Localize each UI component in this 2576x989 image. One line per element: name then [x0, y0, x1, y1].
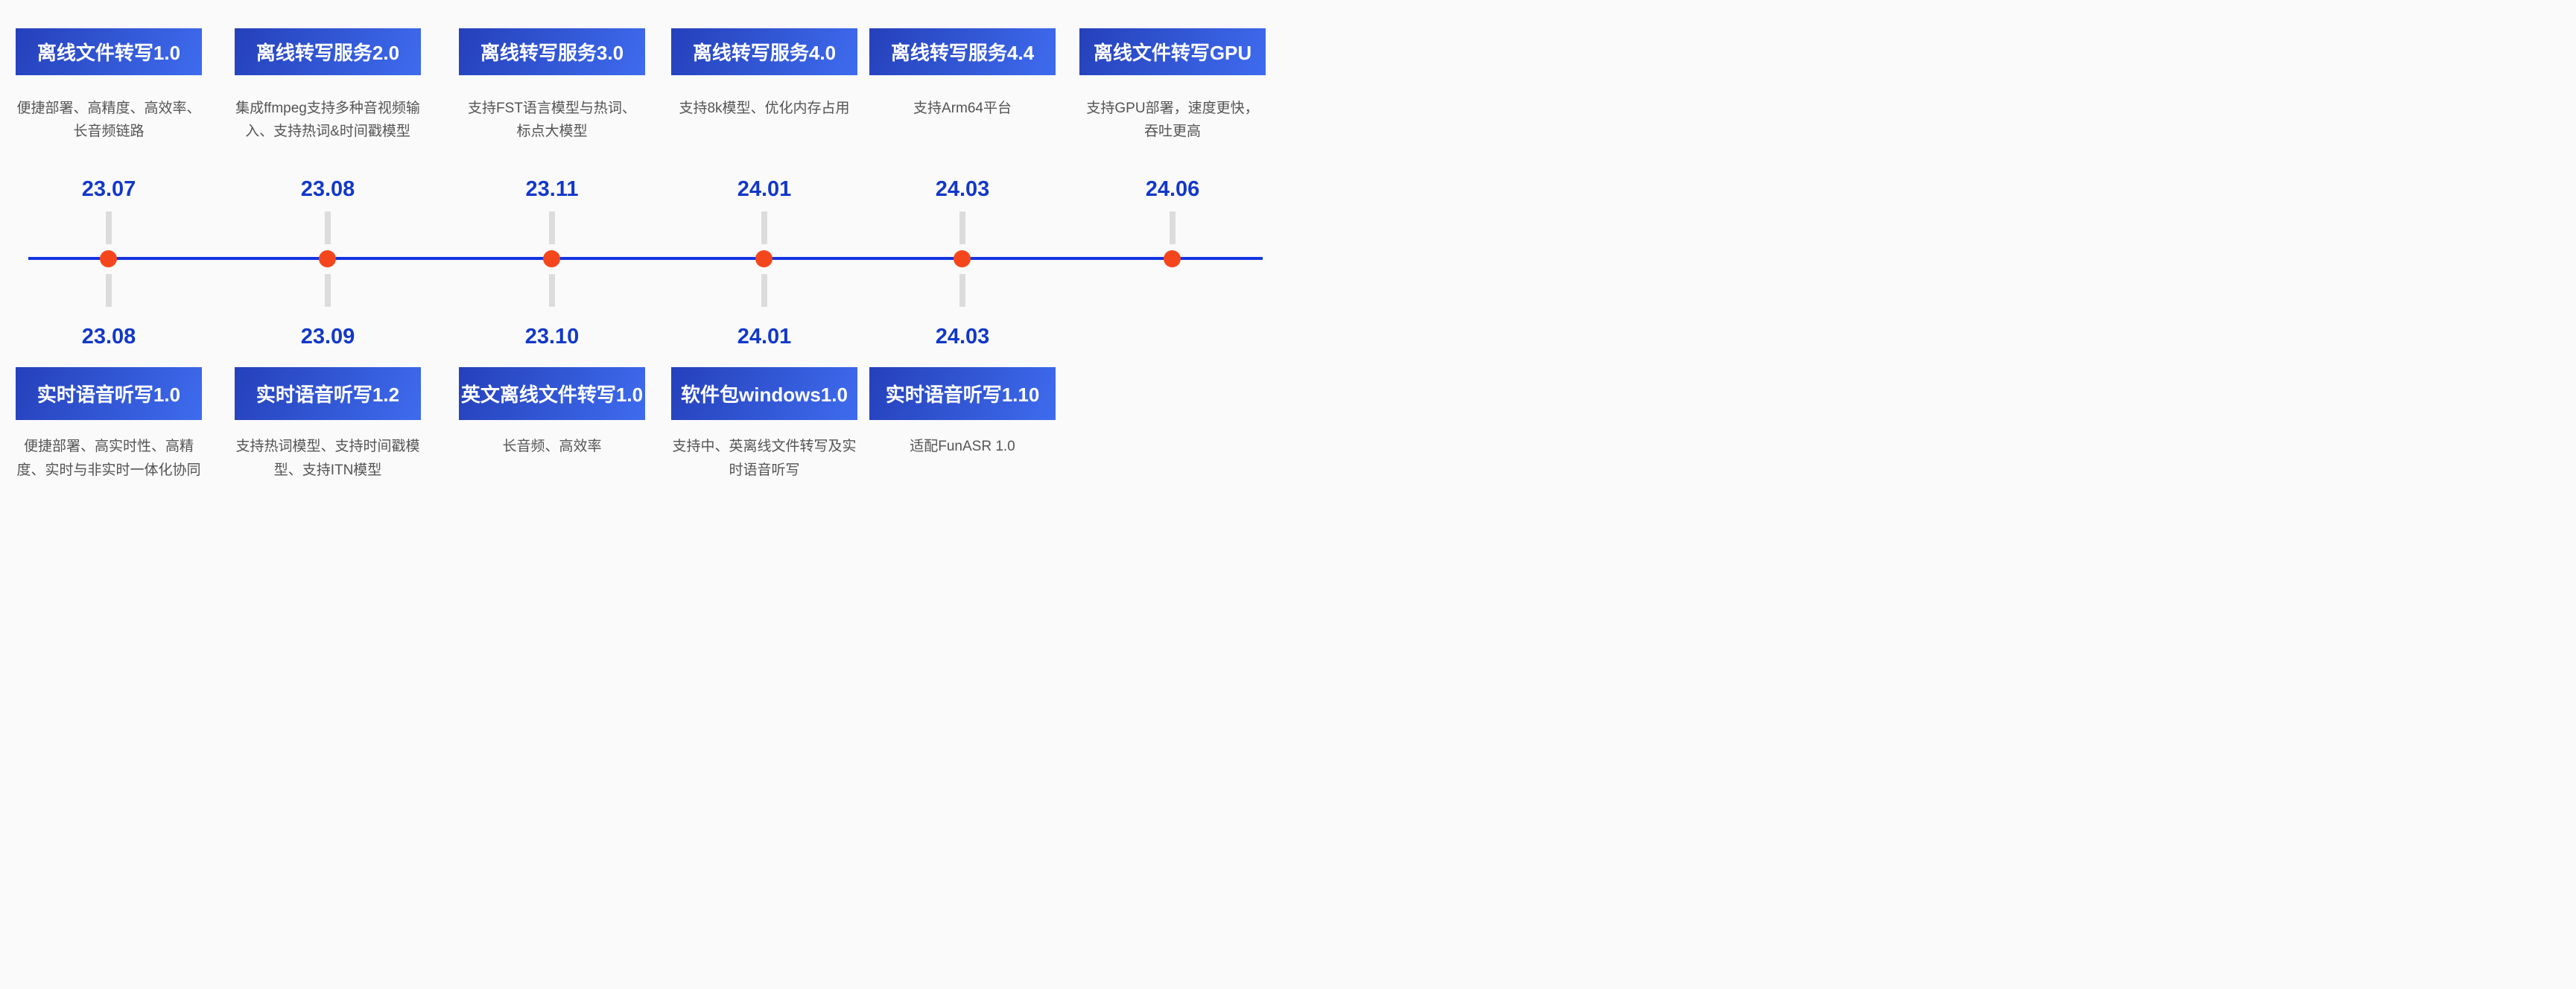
release-date: 24.03: [935, 325, 990, 349]
timeline-dot: [319, 250, 336, 267]
release-badge: 离线转写服务4.0: [671, 28, 857, 75]
release-description: 适配FunASR 1.0: [910, 439, 1015, 454]
release-badge: 英文离线文件转写1.0: [459, 367, 645, 420]
tick-line: [1170, 212, 1176, 244]
release-date: 24.01: [737, 177, 792, 201]
tick-line: [549, 212, 555, 244]
release-date: 23.07: [81, 177, 136, 201]
release-badge: 实时语音听写1.10: [869, 367, 1056, 420]
release-badge: 离线转写服务2.0: [235, 28, 421, 75]
release-date: 23.08: [81, 325, 136, 349]
release-description: 便捷部署、高实时性、高精 度、实时与非实时一体化协同: [16, 439, 201, 478]
release-description: 支持8k模型、优化内存占用: [679, 101, 850, 116]
timeline-column-5: 离线转写服务4.4 支持Arm64平台 24.03 24.03 实时语音听写1.…: [851, 0, 1074, 495]
release-description: 集成ffmpeg支持多种音视频输 入、支持热词&时间戳模型: [235, 101, 420, 139]
release-description: 便捷部署、高精度、高效率、 长音频链路: [16, 101, 201, 139]
timeline-column-3: 离线转写服务3.0 支持FST语言模型与热词、 标点大模型 23.11 23.1…: [440, 0, 664, 495]
release-description: 支持中、英离线文件转写及实 时语音听写: [672, 439, 857, 478]
release-badge: 实时语音听写1.0: [16, 367, 202, 420]
tick-line: [325, 212, 331, 244]
tick-line: [761, 274, 767, 307]
tick-line: [959, 274, 965, 307]
timeline-axis: [28, 257, 1263, 260]
release-badge: 软件包windows1.0: [671, 367, 857, 420]
timeline-column-1: 离线文件转写1.0 便捷部署、高精度、高效率、 长音频链路 23.07 23.0…: [0, 0, 221, 495]
tick-line: [106, 212, 112, 244]
release-date: 23.08: [300, 177, 355, 201]
timeline-dot: [1164, 250, 1181, 267]
release-date: 24.01: [737, 325, 792, 349]
release-badge: 离线转写服务4.4: [869, 28, 1056, 75]
release-badge: 离线文件转写GPU: [1079, 28, 1266, 75]
timeline-dot: [755, 250, 773, 267]
release-date: 23.09: [300, 325, 355, 349]
release-description: 支持GPU部署，速度更快， 吞吐更高: [1086, 101, 1259, 139]
timeline-dot: [954, 250, 971, 267]
release-description: 支持FST语言模型与热词、 标点大模型: [468, 101, 636, 139]
timeline-column-6: 离线文件转写GPU 支持GPU部署，速度更快， 吞吐更高 24.06: [1061, 0, 1284, 495]
tick-line: [106, 274, 112, 307]
release-timeline-diagram: 离线文件转写1.0 便捷部署、高精度、高效率、 长音频链路 23.07 23.0…: [0, 0, 1288, 495]
tick-line: [959, 212, 965, 244]
tick-line: [761, 212, 767, 244]
release-date: 23.11: [525, 177, 579, 201]
timeline-column-4: 离线转写服务4.0 支持8k模型、优化内存占用 24.01 24.01 软件包w…: [653, 0, 876, 495]
release-badge: 离线转写服务3.0: [459, 28, 645, 75]
timeline-column-2: 离线转写服务2.0 集成ffmpeg支持多种音视频输 入、支持热词&时间戳模型 …: [216, 0, 440, 495]
release-description: 长音频、高效率: [502, 439, 602, 454]
release-badge: 实时语音听写1.2: [235, 367, 421, 420]
release-date: 24.06: [1145, 177, 1200, 201]
release-badge: 离线文件转写1.0: [16, 28, 202, 75]
release-date: 24.03: [935, 177, 990, 201]
timeline-dot: [543, 250, 560, 267]
release-date: 23.10: [524, 325, 580, 349]
release-description: 支持Arm64平台: [913, 101, 1012, 116]
timeline-dot: [100, 250, 117, 267]
tick-line: [549, 274, 555, 307]
release-description: 支持热词模型、支持时间戳模 型、支持ITN模型: [235, 439, 420, 478]
tick-line: [325, 274, 331, 307]
